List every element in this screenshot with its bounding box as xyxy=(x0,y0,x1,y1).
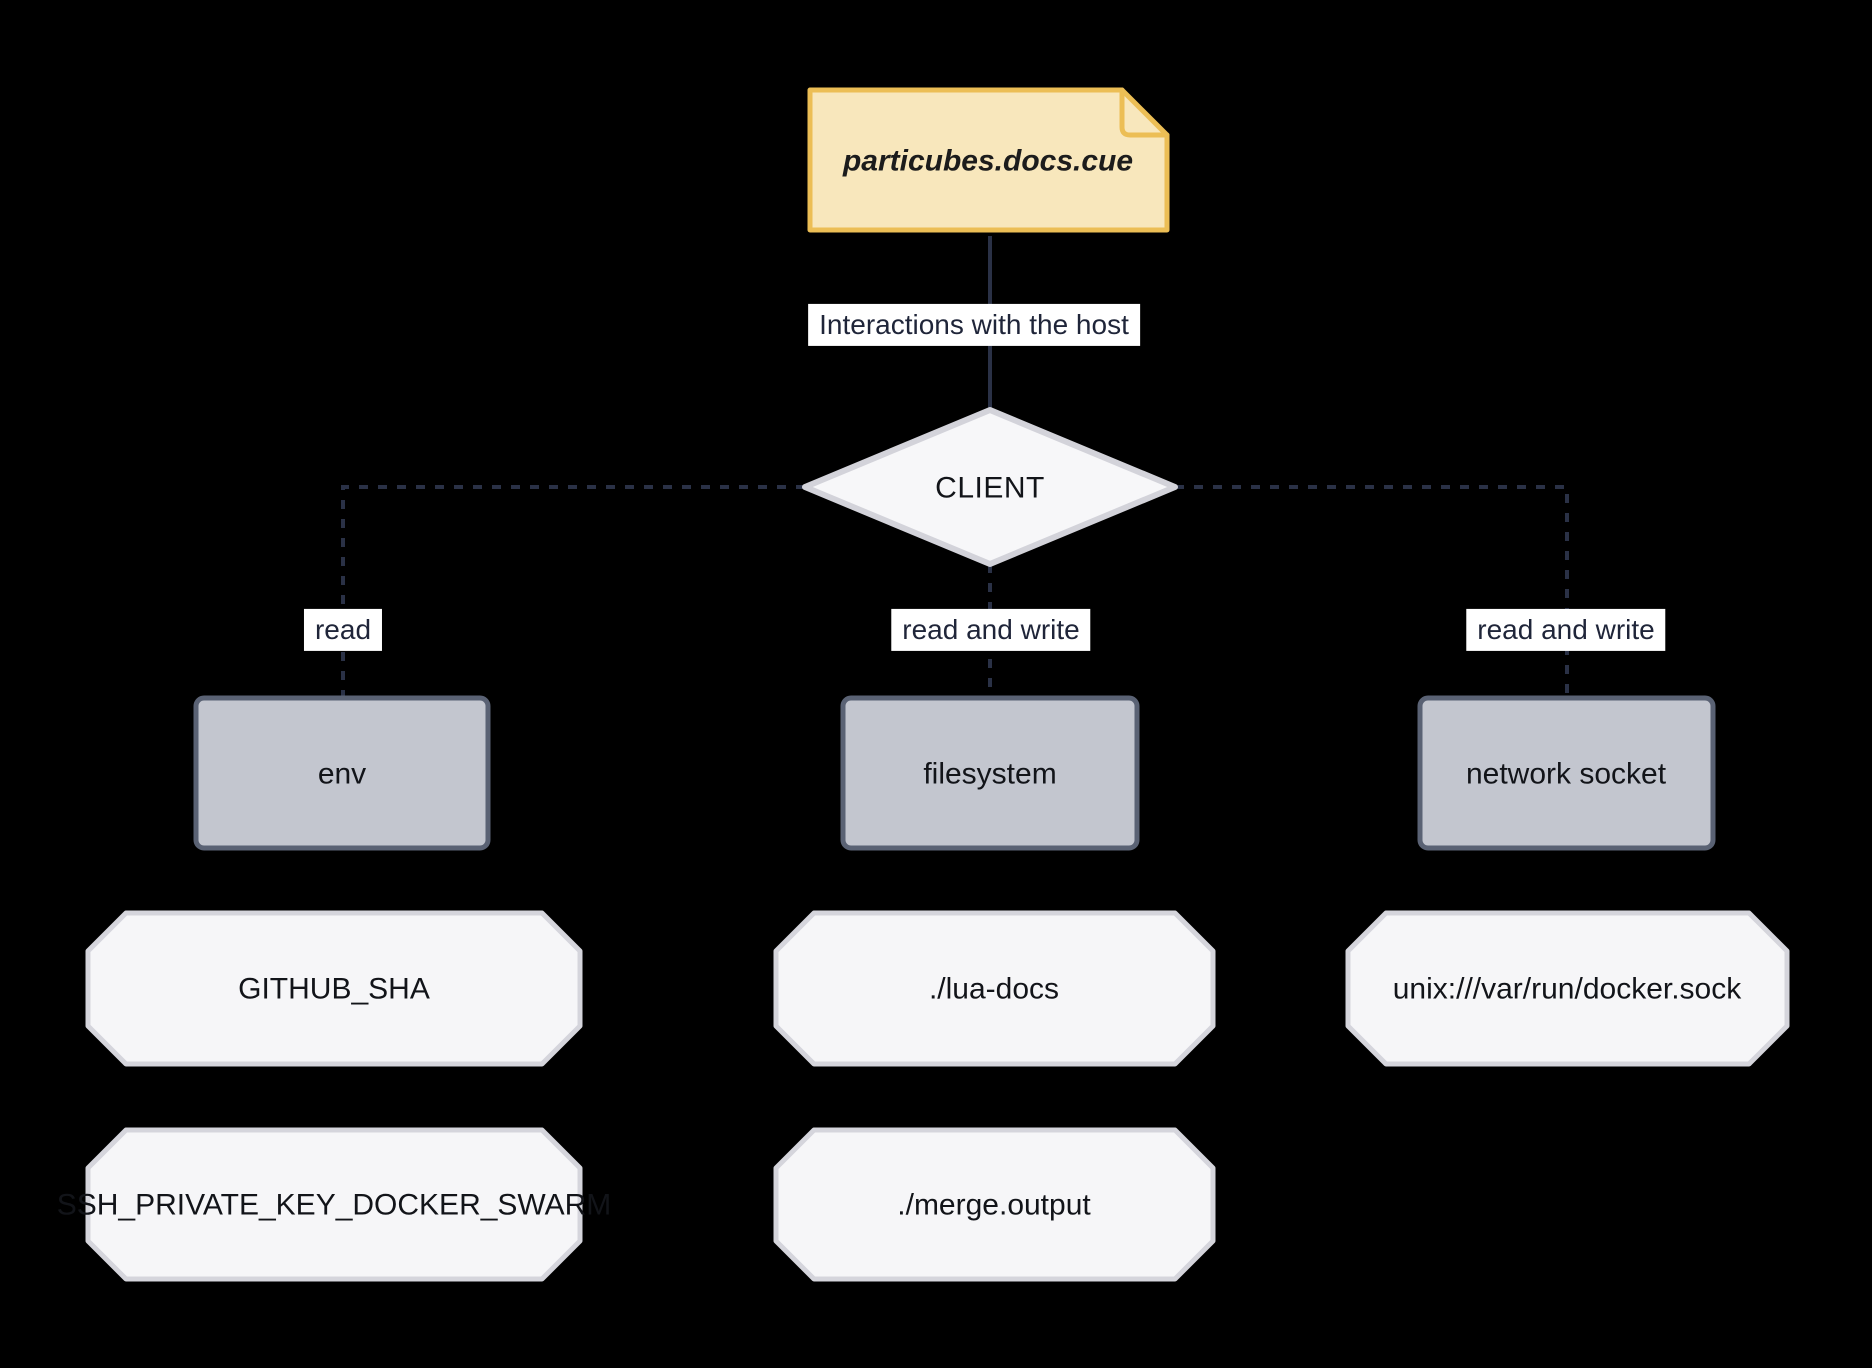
edge-label-read-write-filesystem: read and write xyxy=(891,608,1091,652)
lua-docs-octagon-shape xyxy=(773,910,1216,1067)
network-socket-box-shape xyxy=(1417,695,1716,851)
edge-label-read-write-network: read and write xyxy=(1466,608,1666,652)
env-box-label: env xyxy=(317,757,367,791)
network-socket-box-label: network socket xyxy=(1465,757,1667,791)
lua-docs-label: ./lua-docs xyxy=(928,972,1060,1006)
docker-sock-octagon-shape xyxy=(1345,910,1790,1067)
client-diamond-label: CLIENT xyxy=(935,471,1045,505)
docker-sock-label: unix:///var/run/docker.sock xyxy=(1392,972,1742,1006)
merge-output-octagon-shape xyxy=(773,1127,1216,1282)
github-sha-octagon-shape xyxy=(85,910,583,1067)
filesystem-box-shape xyxy=(840,695,1140,851)
note-fold-corner xyxy=(1119,87,1170,138)
note-shape xyxy=(807,87,1170,233)
edge-label-read: read xyxy=(303,608,383,652)
ssh-key-octagon-shape xyxy=(85,1127,583,1282)
ssh-key-label: SSH_PRIVATE_KEY_DOCKER_SWARM xyxy=(56,1188,612,1222)
edge-client-to-network-socket xyxy=(1175,485,1569,700)
edge-label-host-interactions: Interactions with the host xyxy=(808,303,1140,347)
edge-client-to-env xyxy=(341,485,805,700)
filesystem-box-label: filesystem xyxy=(923,757,1057,791)
note-label: particubes.docs.cue xyxy=(842,144,1134,178)
env-box-shape xyxy=(193,695,491,851)
merge-output-label: ./merge.output xyxy=(897,1188,1091,1222)
github-sha-label: GITHUB_SHA xyxy=(238,972,430,1006)
client-diamond-shape xyxy=(802,407,1178,567)
